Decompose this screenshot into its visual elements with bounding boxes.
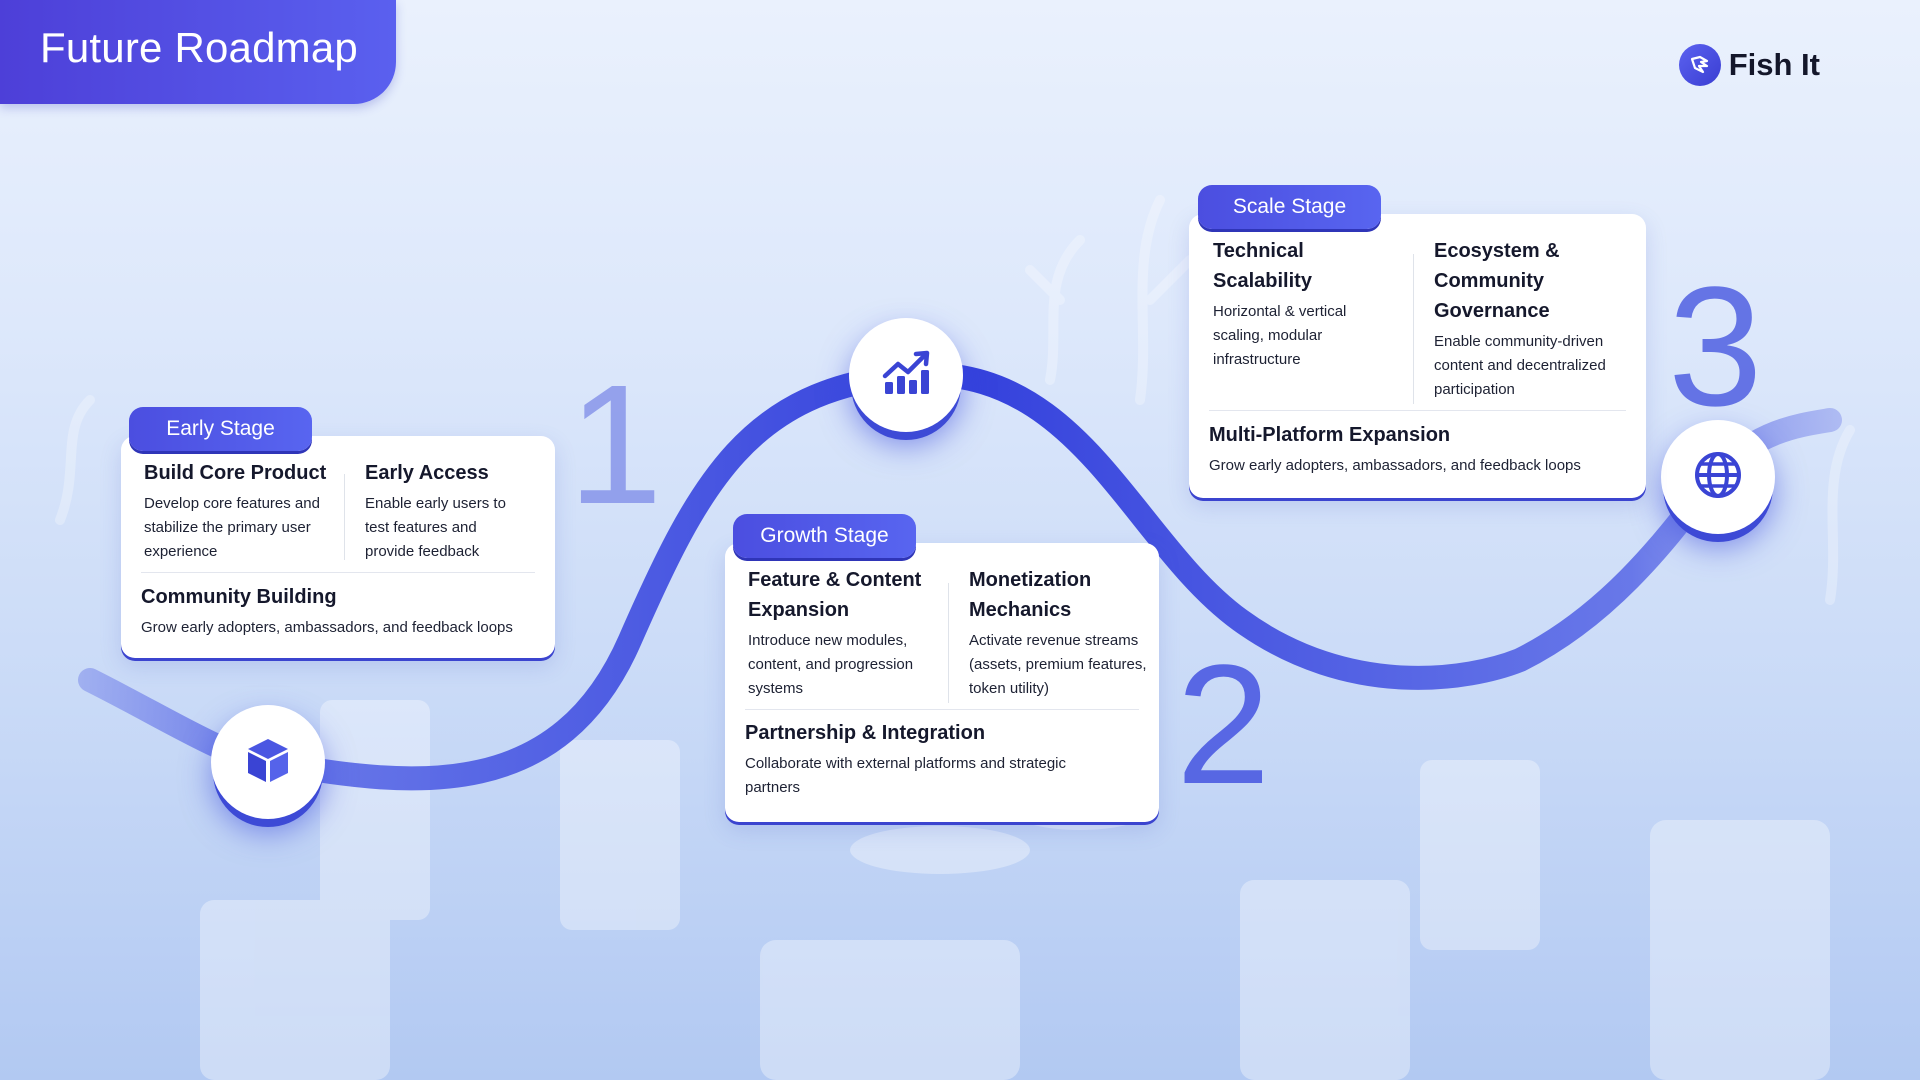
item-desc: Introduce new modules, content, and prog… bbox=[748, 632, 914, 697]
row-divider bbox=[745, 709, 1139, 710]
column-divider bbox=[1413, 254, 1414, 404]
column-divider bbox=[344, 474, 345, 560]
item-desc: Activate revenue streams (assets, premiu… bbox=[969, 632, 1147, 697]
globe-icon bbox=[1692, 449, 1744, 506]
item-title: Build Core Product bbox=[144, 462, 327, 484]
item-desc: Develop core features and stabilize the … bbox=[144, 495, 320, 560]
header-tab: Future Roadmap bbox=[0, 0, 396, 104]
growth-chart-icon bbox=[879, 346, 933, 405]
stage-number-2: 2 bbox=[1176, 630, 1271, 820]
item-title: Monetization Mechanics bbox=[969, 569, 1092, 621]
stage-label-scale: Scale Stage bbox=[1198, 185, 1381, 229]
cube-icon bbox=[241, 733, 295, 792]
brand-logo: Fish It bbox=[1678, 44, 1820, 86]
stage-node-growth bbox=[849, 318, 963, 432]
item-desc: Enable early users to test features and … bbox=[365, 495, 506, 560]
page-title: Future Roadmap bbox=[40, 24, 358, 71]
item-desc: Grow early adopters, ambassadors, and fe… bbox=[1209, 457, 1581, 474]
stage-node-early bbox=[211, 705, 325, 819]
stage-number-1: 1 bbox=[568, 350, 663, 540]
item-title: Technical Scalability bbox=[1213, 240, 1312, 292]
fish-logo-icon bbox=[1678, 44, 1721, 86]
item-title: Feature & Content Expansion bbox=[748, 569, 922, 621]
item-desc: Collaborate with external platforms and … bbox=[745, 755, 1066, 796]
stage-label-growth: Growth Stage bbox=[733, 514, 916, 558]
stage-card-growth: Feature & Content Expansion Introduce ne… bbox=[725, 543, 1159, 822]
row-divider bbox=[141, 572, 535, 573]
stage-card-early: Build Core Product Develop core features… bbox=[121, 436, 555, 658]
stage-number-3: 3 bbox=[1668, 252, 1763, 442]
item-desc: Enable community-driven content and dece… bbox=[1434, 333, 1606, 398]
row-divider bbox=[1209, 410, 1626, 411]
stage-node-scale bbox=[1661, 420, 1775, 534]
item-desc: Horizontal & vertical scaling, modular i… bbox=[1213, 303, 1347, 368]
stage-label-early: Early Stage bbox=[129, 407, 312, 451]
stage-card-scale: Technical Scalability Horizontal & verti… bbox=[1189, 214, 1646, 498]
item-title: Community Building bbox=[141, 586, 337, 608]
item-title: Partnership & Integration bbox=[745, 722, 986, 744]
item-title: Ecosystem & Community Governance bbox=[1434, 240, 1560, 322]
brand-name: Fish It bbox=[1728, 47, 1820, 82]
item-title: Multi-Platform Expansion bbox=[1209, 424, 1451, 446]
item-title: Early Access bbox=[365, 462, 489, 484]
column-divider bbox=[948, 583, 949, 703]
item-desc: Grow early adopters, ambassadors, and fe… bbox=[141, 619, 513, 636]
